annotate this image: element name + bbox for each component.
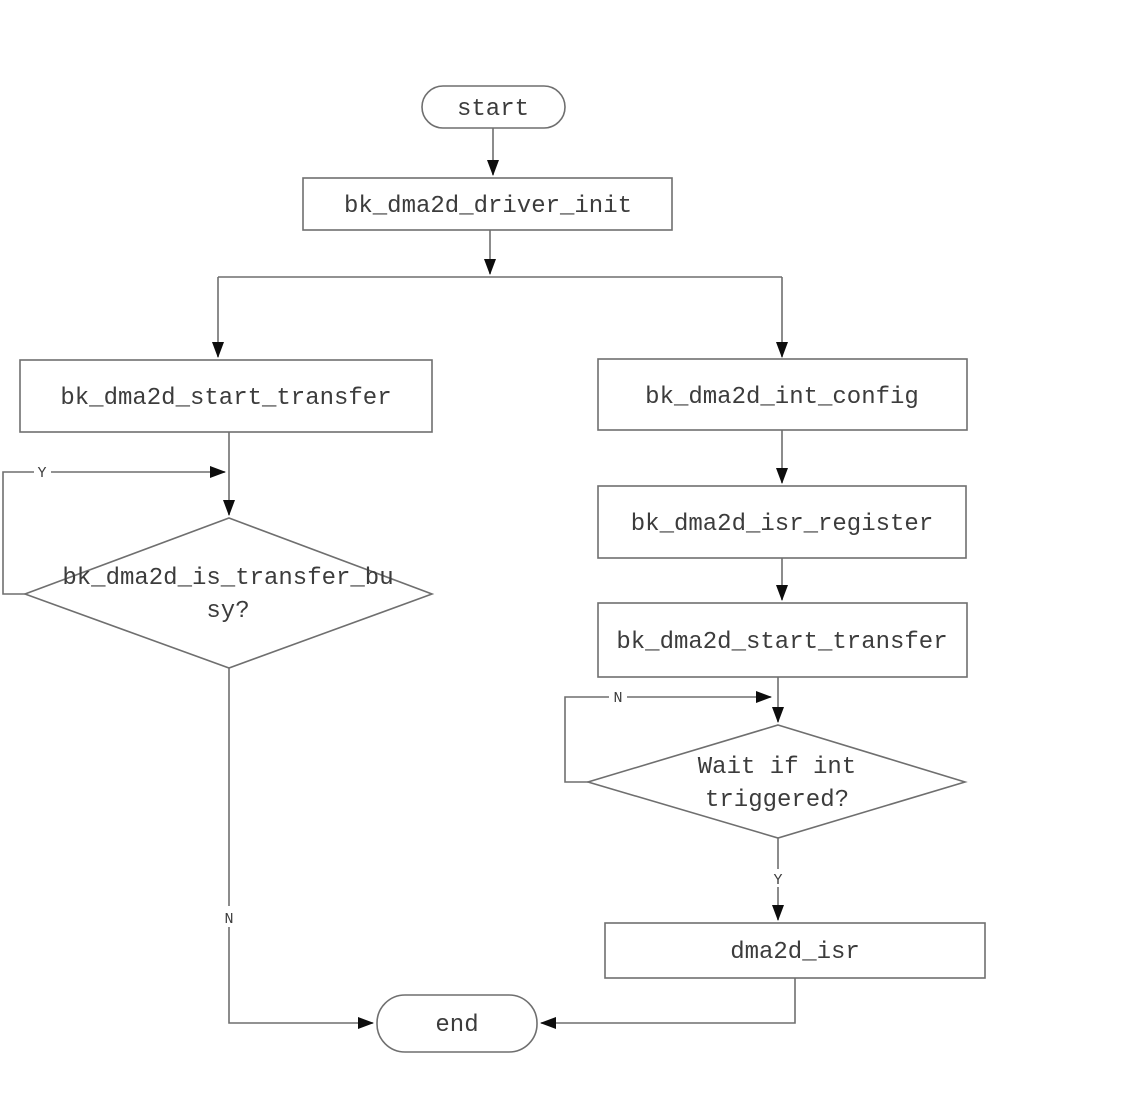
- start-terminator-shape: [421, 85, 566, 129]
- edge-dma2d-isr-to-end: [540, 978, 796, 1029]
- node-dma2d-isr: dma2d_isr: [604, 922, 986, 979]
- node-end: end: [376, 994, 538, 1053]
- wait-int-triggered-label-line1: Wait if int: [698, 754, 856, 781]
- wait-int-triggered-label-line2: triggered?: [705, 787, 849, 814]
- busy-no-label: N: [224, 911, 233, 928]
- node-wait-int-triggered: Wait if int triggered?: [585, 724, 968, 839]
- busy-yes-label-bg: [34, 463, 51, 480]
- isr-register-process-shape: [597, 485, 967, 559]
- int-config-label: bk_dma2d_int_config: [645, 384, 919, 411]
- is-transfer-busy-label-line2: sy?: [206, 598, 249, 625]
- node-start-transfer-left: bk_dma2d_start_transfer: [19, 359, 433, 433]
- is-transfer-busy-decision-shape: [22, 517, 435, 669]
- edge-busy-no-to-end: [228, 668, 374, 1029]
- driver-init-label: bk_dma2d_driver_init: [344, 193, 632, 220]
- node-is-transfer-busy: bk_dma2d_is_transfer_bu sy?: [22, 517, 435, 669]
- node-driver-init: bk_dma2d_driver_init: [302, 177, 673, 231]
- start-transfer-left-label: bk_dma2d_start_transfer: [60, 385, 391, 412]
- end-terminator-shape: [376, 994, 538, 1053]
- node-int-config: bk_dma2d_int_config: [597, 358, 968, 431]
- start-label: start: [457, 96, 529, 123]
- wait-int-triggered-decision-shape: [585, 724, 968, 839]
- busy-yes-label: Y: [37, 465, 46, 482]
- isr-register-label: bk_dma2d_isr_register: [631, 511, 933, 538]
- node-start-transfer-right: bk_dma2d_start_transfer: [597, 602, 968, 678]
- start-transfer-left-process-shape: [19, 359, 433, 433]
- start-transfer-right-label: bk_dma2d_start_transfer: [616, 629, 947, 656]
- int-config-process-shape: [597, 358, 968, 431]
- is-transfer-busy-label-line1: bk_dma2d_is_transfer_bu: [62, 565, 393, 592]
- nodes: start bk_dma2d_driver_init bk_dma2d_star…: [19, 85, 986, 1053]
- edge-wait-no-loop: [564, 691, 772, 783]
- wait-yes-label-bg: [769, 869, 787, 887]
- wait-yes-label: Y: [773, 872, 782, 889]
- node-start: start: [421, 85, 566, 129]
- dma2d-isr-process-shape: [604, 922, 986, 979]
- start-transfer-right-process-shape: [597, 602, 968, 678]
- dma2d-isr-label: dma2d_isr: [730, 939, 860, 966]
- node-isr-register: bk_dma2d_isr_register: [597, 485, 967, 559]
- driver-init-process-shape: [302, 177, 673, 231]
- edges: Y N N Y: [2, 128, 796, 1029]
- edge-busy-yes-loop: [2, 466, 226, 595]
- end-label: end: [435, 1012, 478, 1039]
- wait-no-label: N: [613, 690, 622, 707]
- busy-no-label-bg: [220, 906, 238, 927]
- wait-no-label-bg: [609, 688, 627, 705]
